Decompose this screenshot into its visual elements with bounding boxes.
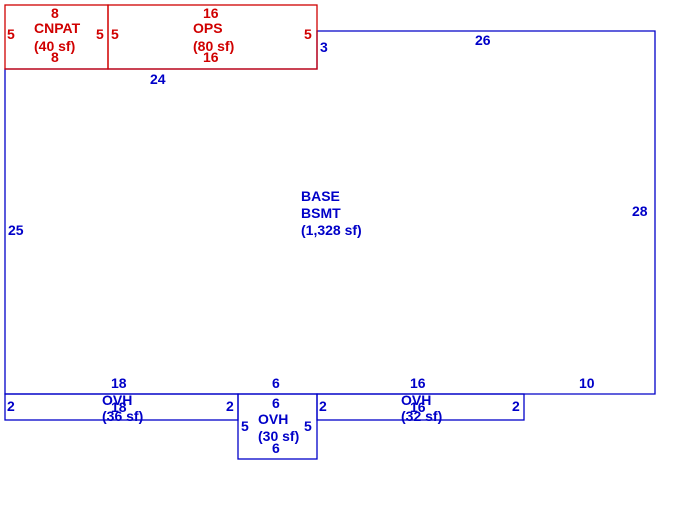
ovh-center-dim-inner: 6 (272, 395, 280, 411)
ovh-center-dim-top: 6 (272, 375, 280, 391)
ovh-right-dim-top: 16 (410, 375, 426, 391)
ovh-left-dim-left: 2 (7, 398, 15, 414)
base-code: BSMT (301, 205, 341, 221)
cnpat-dim-left: 5 (7, 26, 15, 42)
cnpat-dim-right: 5 (96, 26, 104, 42)
ops-outline (107, 4, 318, 70)
ovh-right-dim-left: 2 (319, 398, 327, 414)
ovh-left-dim-right: 2 (226, 398, 234, 414)
ops-label: OPS (80 sf) (193, 20, 234, 54)
base-dim-top: 26 (475, 32, 491, 48)
base-dim-left-top: 24 (150, 71, 166, 87)
cnpat-name: CNPAT (34, 20, 81, 36)
ops-dim-left: 5 (111, 26, 119, 42)
ovh-center-outline (237, 393, 318, 460)
base-name: BASE (301, 188, 340, 204)
ovh-right-dim-right: 2 (512, 398, 520, 414)
ovh-left-dim-bottom: 18 (111, 399, 127, 415)
ovh-right-outline (316, 393, 525, 421)
base-dim-step: 3 (320, 39, 328, 55)
cnpat-area: (40 sf) (34, 38, 75, 54)
base-dim-left: 25 (8, 222, 24, 238)
ovh-right-label: OVH (32 sf) (401, 392, 442, 424)
ovh-right-dim-bottom: 16 (410, 399, 426, 415)
ops-dim-bottom: 16 (203, 49, 219, 65)
base-label: BASE BSMT (1,328 sf) (301, 188, 362, 238)
ovh-center-label: OVH (30 sf) (258, 411, 299, 444)
ovh-center-dim-bottom: 6 (272, 440, 280, 456)
base-dim-right: 28 (632, 203, 648, 219)
ovh-left-area: (36 sf) (102, 408, 143, 424)
ovh-left-name: OVH (102, 392, 132, 408)
ovh-right-name: OVH (401, 392, 431, 408)
ops-dim-right: 5 (304, 26, 312, 42)
ovh-center-area: (30 sf) (258, 428, 299, 444)
cnpat-dim-bottom: 8 (51, 49, 59, 65)
ovh-center-dim-right: 5 (304, 418, 312, 434)
ovh-left-dim-top: 18 (111, 375, 127, 391)
cnpat-dim-top: 8 (51, 5, 59, 21)
ovh-center-name: OVH (258, 411, 288, 427)
cnpat-label: CNPAT (40 sf) (34, 20, 81, 54)
base-area: (1,328 sf) (301, 222, 362, 238)
ops-dim-top: 16 (203, 5, 219, 21)
ovh-right-area: (32 sf) (401, 408, 442, 424)
ovh-center-dim-left: 5 (241, 418, 249, 434)
ops-area: (80 sf) (193, 38, 234, 54)
ovh-left-label: OVH (36 sf) (102, 392, 143, 424)
base-dim-bottom-right: 10 (579, 375, 595, 391)
ops-name: OPS (193, 20, 223, 36)
